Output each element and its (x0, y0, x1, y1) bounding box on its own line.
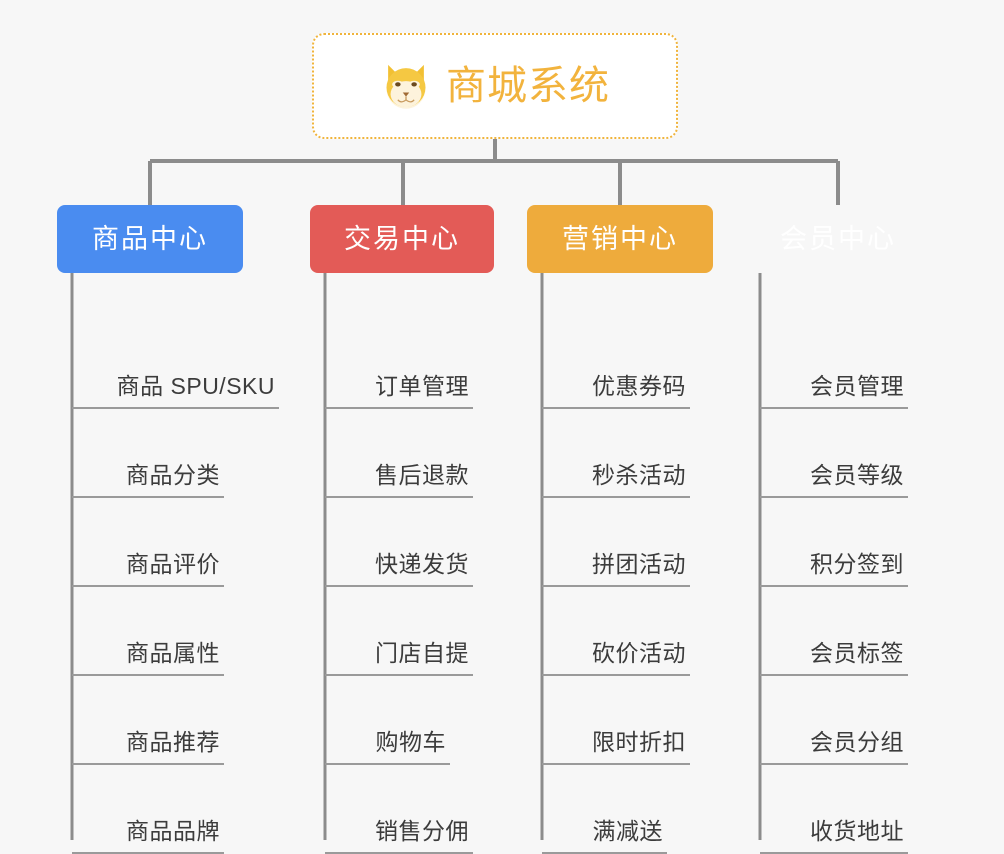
leaf-item-label: 商品 SPU/SKU (116, 373, 275, 399)
leaf-item-label: 满减送 (592, 818, 663, 844)
leaf-item-label: 秒杀活动 (592, 462, 686, 488)
leaf-item-label: 会员管理 (810, 373, 904, 399)
leaf-item-label: 购物车 (375, 729, 446, 755)
leaf-item-label: 快递发货 (375, 551, 469, 577)
leaf-item[interactable]: 商品 SPU/SKU (72, 320, 279, 409)
category-box[interactable]: 商品中心 (57, 205, 243, 273)
leaf-item[interactable]: 商品属性 (72, 587, 224, 676)
leaf-item-label: 砍价活动 (592, 640, 686, 666)
leaf-item-label: 商品分类 (126, 462, 220, 488)
leaf-item-label: 会员标签 (810, 640, 904, 666)
leaf-item-label: 商品品牌 (126, 818, 220, 844)
category-label: 营销中心 (562, 223, 678, 254)
leaf-item[interactable]: 优惠券码 (542, 320, 690, 409)
category-box[interactable]: 营销中心 (527, 205, 713, 273)
leaf-item[interactable]: 满减送 (542, 765, 667, 854)
leaf-item-label: 限时折扣 (592, 729, 686, 755)
leaf-item-label: 积分签到 (810, 551, 904, 577)
leaf-item[interactable]: 拼团活动 (542, 498, 690, 587)
leaf-item-label: 商品评价 (126, 551, 220, 577)
root-node[interactable]: 商城系统 (312, 33, 678, 139)
category-label: 商品中心 (92, 223, 208, 254)
leaf-item-label: 优惠券码 (592, 373, 686, 399)
leaf-item[interactable]: 限时折扣 (542, 676, 690, 765)
leaf-item[interactable]: 积分签到 (760, 498, 908, 587)
leaf-item-label: 售后退款 (375, 462, 469, 488)
leaf-item[interactable]: 订单管理 (325, 320, 473, 409)
leaf-item[interactable]: 会员等级 (760, 409, 908, 498)
leaf-item-label: 订单管理 (375, 373, 469, 399)
leaf-item[interactable]: 会员标签 (760, 587, 908, 676)
root-title: 商城系统 (446, 64, 610, 108)
shiba-dog-face-icon (386, 64, 426, 109)
leaf-item[interactable]: 收货地址 (760, 765, 908, 854)
leaf-item[interactable]: 会员分组 (760, 676, 908, 765)
leaf-item[interactable]: 门店自提 (325, 587, 473, 676)
leaf-item-label: 拼团活动 (592, 551, 686, 577)
leaf-item-label: 会员分组 (810, 729, 904, 755)
leaf-item[interactable]: 商品评价 (72, 498, 224, 587)
leaf-item[interactable]: 快递发货 (325, 498, 473, 587)
leaf-item-label: 商品推荐 (126, 729, 220, 755)
category-box[interactable]: 会员中心 (745, 205, 931, 273)
leaf-item-label: 商品属性 (126, 640, 220, 666)
leaf-item[interactable]: 销售分佣 (325, 765, 473, 854)
leaf-item[interactable]: 售后退款 (325, 409, 473, 498)
leaf-item[interactable]: 商品品牌 (72, 765, 224, 854)
leaf-item-label: 收货地址 (810, 818, 904, 844)
category-label: 交易中心 (344, 223, 460, 254)
category-label: 会员中心 (780, 223, 896, 254)
category-box[interactable]: 交易中心 (310, 205, 494, 273)
leaf-item-label: 销售分佣 (375, 818, 469, 844)
leaf-item-label: 门店自提 (375, 640, 469, 666)
leaf-item[interactable]: 会员管理 (760, 320, 908, 409)
leaf-item[interactable]: 砍价活动 (542, 587, 690, 676)
leaf-item-label: 会员等级 (810, 462, 904, 488)
leaf-item[interactable]: 购物车 (325, 676, 450, 765)
leaf-item[interactable]: 秒杀活动 (542, 409, 690, 498)
leaf-item[interactable]: 商品推荐 (72, 676, 224, 765)
leaf-item[interactable]: 商品分类 (72, 409, 224, 498)
